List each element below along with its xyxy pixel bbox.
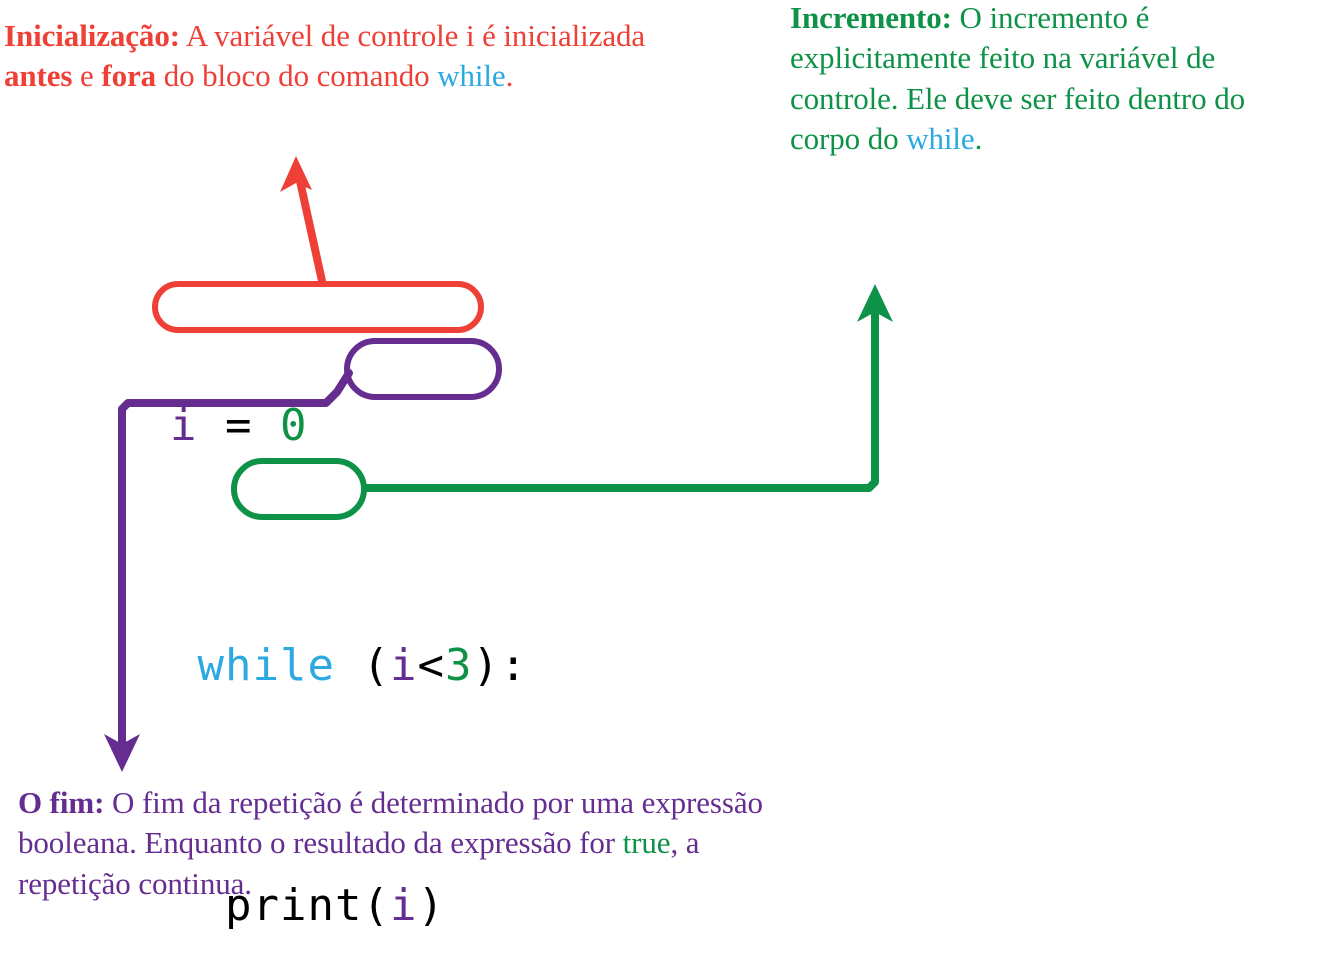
code-token-rparen-print: ) <box>417 880 445 931</box>
highlight-capsule-condition <box>344 338 502 400</box>
note-inicializacao-body-1: A variável de controle i é inicializada <box>179 18 653 53</box>
note-o-fim-body-1: O fim da repetição é determinado por uma… <box>18 785 771 861</box>
note-inicializacao-body-4: . <box>505 58 514 94</box>
code-token-rparen-cond: ) <box>472 640 500 691</box>
note-incremento: Incremento: O incremento é explicitament… <box>790 0 1315 159</box>
code-block: i = 0 while (i<3): print(i) i+=1 <box>170 276 527 963</box>
note-incremento-separator: : <box>941 0 952 35</box>
highlight-capsule-initialization <box>152 281 484 333</box>
note-incremento-body-2: . <box>974 120 983 156</box>
code-token-cond-var-i: i <box>389 640 418 691</box>
note-inicializacao: Inicialização: A variável de controle i … <box>4 16 694 97</box>
note-o-fim-keyword-true: true <box>622 825 671 861</box>
code-token-lparen-cond: ( <box>362 640 390 691</box>
code-token-zero: 0 <box>279 400 308 451</box>
note-o-fim-label: O fim <box>18 785 95 820</box>
arrow-init <box>280 156 326 285</box>
note-incremento-keyword-while: while <box>906 120 975 156</box>
code-token-three: 3 <box>444 640 473 691</box>
note-inicializacao-body-3: do bloco do comando <box>156 58 438 94</box>
code-token-var-i: i <box>170 400 198 451</box>
note-incremento-label: Incremento <box>790 0 942 35</box>
note-inicializacao-body-2: e <box>72 58 102 94</box>
highlight-capsule-increment <box>231 458 367 520</box>
note-o-fim-separator: : <box>94 785 105 820</box>
note-inicializacao-keyword-while: while <box>437 58 506 94</box>
code-token-assign: = <box>197 400 280 451</box>
note-inicializacao-label: Inicialização <box>4 18 170 53</box>
note-incremento-body-1: O incremento é explicitamente feito na v… <box>790 0 1253 156</box>
note-inicializacao-bold-2: fora <box>101 58 157 94</box>
note-inicializacao-separator: : <box>169 18 180 53</box>
code-token-keyword-while: while <box>197 640 363 691</box>
code-line-print: print(i) <box>170 876 527 936</box>
note-o-fim-body-2: , a repetição continua. <box>18 825 708 901</box>
code-token-colon: : <box>499 640 528 691</box>
code-token-less-than: < <box>417 640 445 691</box>
code-token-print-arg-i: i <box>389 880 418 931</box>
code-token-print-call: print( <box>224 880 390 931</box>
code-line-while: while (i<3): <box>170 636 527 696</box>
note-o-fim: O fim: O fim da repetição é determinado … <box>18 783 778 904</box>
code-indent-while <box>170 640 198 691</box>
code-line-init: i = 0 <box>170 396 527 456</box>
note-inicializacao-bold-1: antes <box>4 58 73 94</box>
